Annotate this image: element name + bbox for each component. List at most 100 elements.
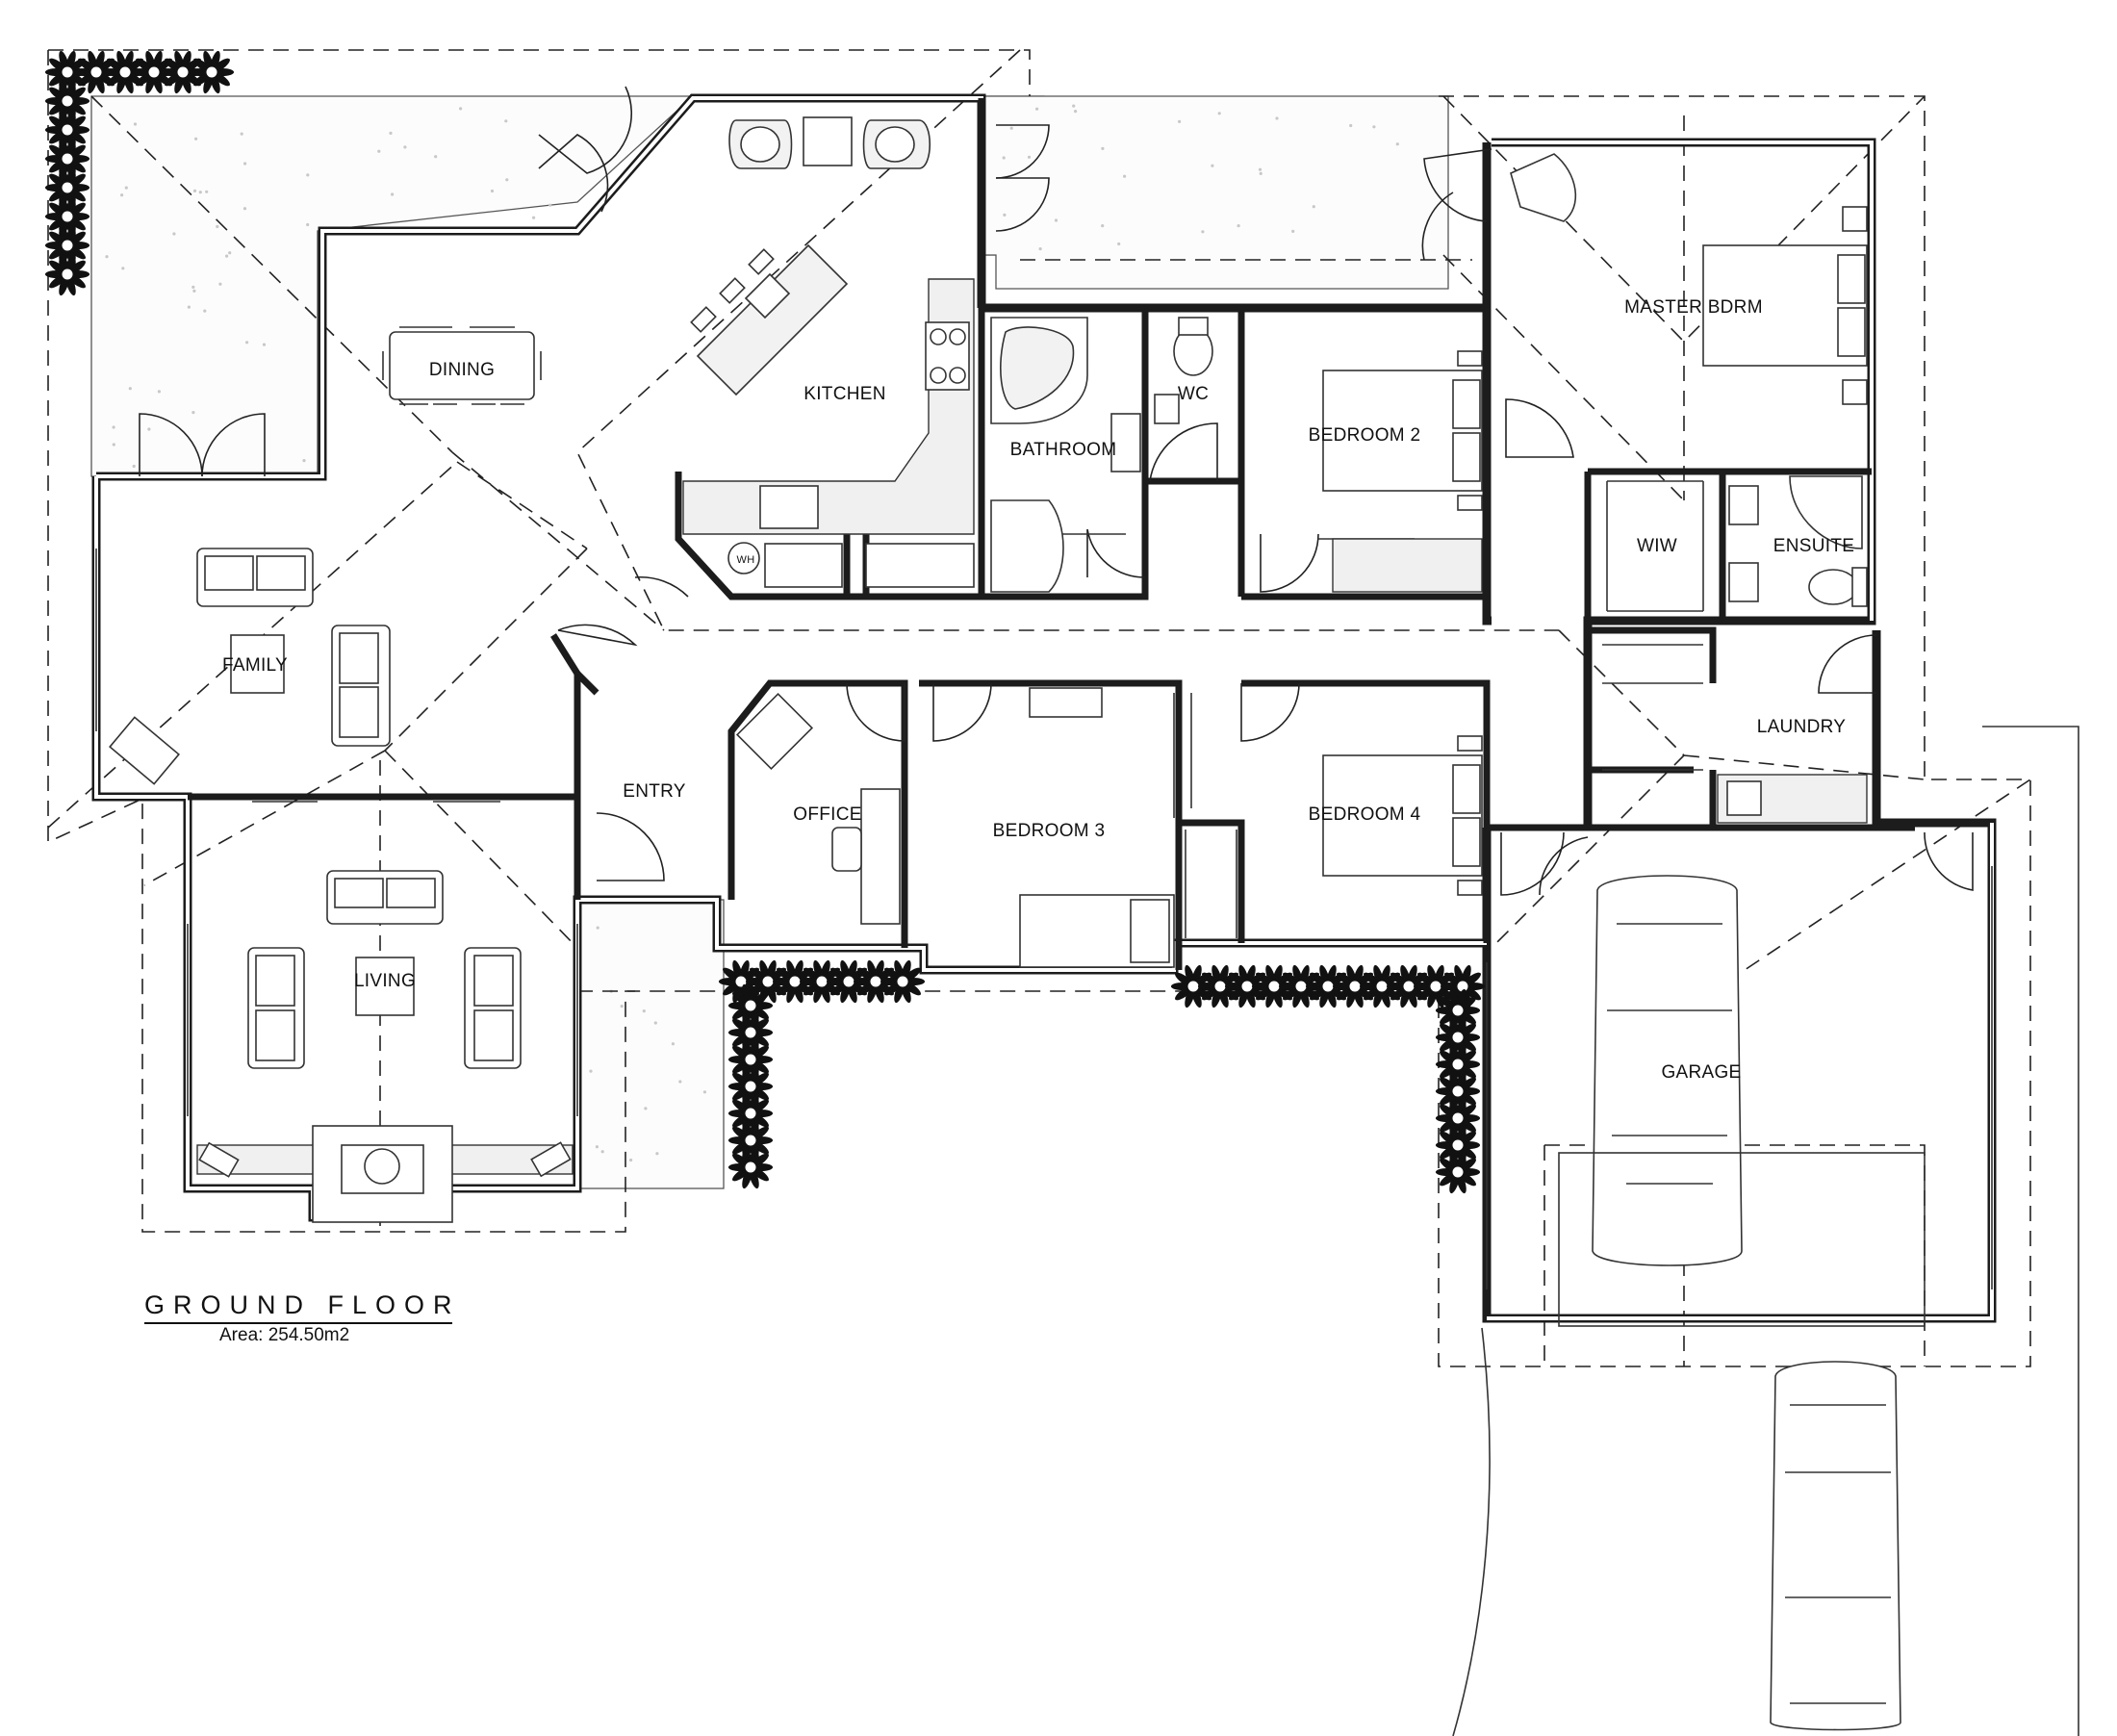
label-family: FAMILY [222,655,288,676]
label-wc: WC [1178,384,1209,404]
deck-dot [124,186,128,190]
deck-dot [653,1021,657,1025]
plan-area: Area: 254.50m2 [219,1325,349,1345]
deck-dot [120,193,124,197]
label-entry: ENTRY [623,781,686,802]
deck-dot [192,189,197,192]
deck-dot [1201,230,1205,234]
bedroom4-furniture [1185,735,1483,938]
deck-dot [1291,229,1295,233]
deck-dot [389,131,393,135]
deck-dot [1349,123,1353,128]
furniture [109,116,1926,1731]
shrub [1251,964,1297,1008]
deck-dot [620,1005,624,1008]
deck-dot [1123,174,1127,178]
label-laundry: LAUNDRY [1757,717,1847,737]
deck-dot [242,207,247,211]
dining-table [389,331,535,400]
deck-dot [191,285,195,289]
deck-dot [595,1145,599,1149]
deck-dot [459,107,463,111]
water-heater-fixture [727,542,760,574]
shrub [1305,964,1351,1008]
deck-dot [228,251,232,255]
deck-dot [133,122,138,126]
family-furniture [109,548,391,785]
deck-dot [702,1090,707,1094]
plan-title: GROUND FLOOR [144,1290,461,1319]
deck-dot [1009,126,1013,130]
driveway-edge [1452,726,2079,1736]
deck-dot [1258,167,1263,171]
shrub [1435,1150,1481,1194]
master-furniture [1510,153,1868,405]
deck-dot [1002,156,1006,160]
interior-walls [188,98,1915,970]
deck-dot [1074,110,1078,114]
label-ensuite: ENSUITE [1773,536,1854,556]
shrub [727,983,774,1028]
label-dining: DINING [429,360,495,380]
deck-dot [216,224,219,229]
kitchen-island [690,243,849,396]
deck-dot [505,178,509,182]
deck-dot [1027,155,1032,159]
deck-dot [1038,247,1042,251]
deck-dot [642,1009,646,1013]
deck-dot [504,119,508,123]
deck-dot [240,132,243,136]
deck-dot [1312,205,1315,209]
deck-dot [245,341,249,345]
deck-dot [218,282,222,286]
title-block: GROUND FLOOR Area: 254.50m2 [144,1290,461,1345]
deck-dot [192,289,196,293]
doors [139,86,1974,896]
deck-dot [132,464,136,469]
bathroom-fixtures [990,317,1141,593]
label-living: LIVING [354,971,416,991]
deck-dot [205,190,209,193]
ensuite-fixtures [1728,475,1868,607]
deck-dot [121,267,125,270]
deck-dot [306,173,310,177]
kitchen-bench [682,278,975,535]
deck-dot [203,309,207,313]
bedroom2-furniture [1322,350,1483,593]
shrub [727,1145,774,1189]
deck-dot [225,254,229,258]
deck-dot [187,305,191,309]
deck-dot [112,425,115,429]
deck-dot [532,216,536,219]
label-bedroom4: BEDROOM 4 [1309,804,1421,825]
shrub [853,959,899,1004]
deck-dot [391,192,395,196]
deck-dot [1178,119,1182,123]
deck-dot [434,155,438,159]
deck-dot [403,145,407,149]
deck-dot [105,255,109,259]
deck-dot [377,149,381,153]
deck-dot [1237,224,1240,228]
deck-dot [1372,125,1376,129]
wc-fixtures [1154,317,1213,424]
garage-car [1558,875,1926,1327]
bedroom3-furniture [1019,687,1192,968]
deck-dot [147,427,151,431]
label-garage: GARAGE [1661,1062,1741,1083]
deck-dot [262,343,267,346]
label-master: MASTER BDRM [1624,297,1763,318]
deck-dot [678,1080,682,1084]
room-labels: DINING KITCHEN FAMILY LIVING ENTRY OFFIC… [222,297,1854,1083]
deck-dot [198,191,202,194]
deck-dot [1003,213,1007,217]
office-furniture [735,692,901,925]
wiw-fixtures [1606,480,1704,612]
shrub [1435,1096,1481,1140]
deck-dot [589,1069,593,1073]
shrub [745,959,791,1004]
deck-dot [1117,242,1121,246]
shrub [1224,964,1270,1008]
shrub [44,252,90,296]
deck-dot [644,1107,648,1111]
